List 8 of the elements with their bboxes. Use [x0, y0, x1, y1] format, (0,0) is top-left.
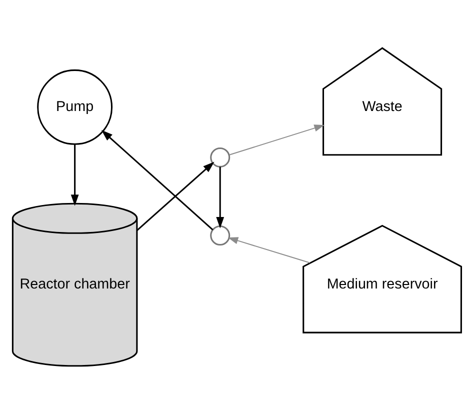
arrow [228, 237, 310, 264]
arrow [229, 124, 325, 156]
node-valve [210, 225, 230, 246]
node-valve [210, 147, 230, 168]
arrow [216, 166, 224, 228]
arrow [101, 130, 214, 230]
arrow [70, 144, 79, 206]
arrow [136, 162, 214, 231]
